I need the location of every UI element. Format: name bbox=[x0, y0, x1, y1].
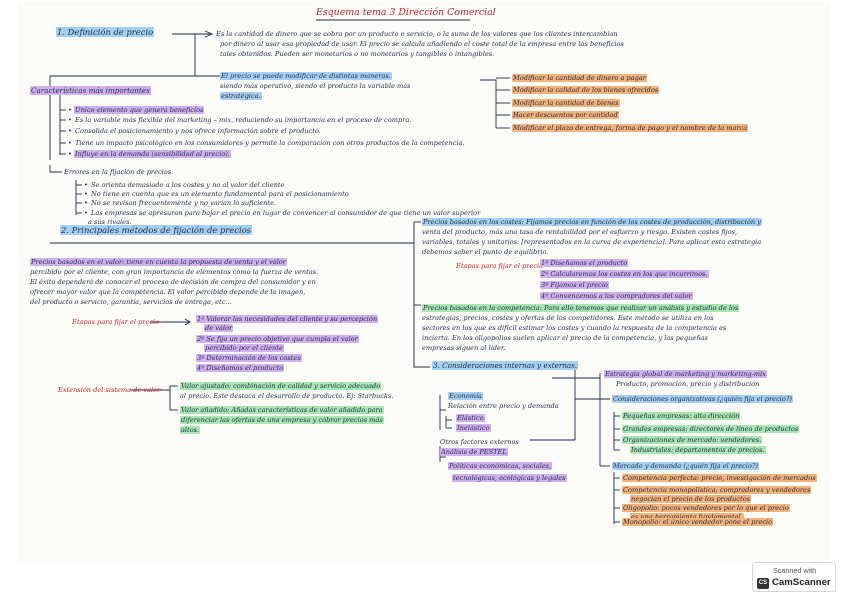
badge-brand: CamScanner bbox=[772, 577, 831, 588]
value-stage: 2º Se fija un precio objetivo que cumpla… bbox=[196, 335, 359, 343]
pestel-detail: tecnológicas, ecológicas y legales bbox=[452, 474, 567, 482]
market-item: Oligopolio: pocos vendedores por lo que … bbox=[622, 504, 790, 512]
competition-pricing-line-5: empresas siguen al líder. bbox=[422, 344, 506, 352]
cost-stage: 2º Calcularemos los costes en los que in… bbox=[540, 270, 709, 278]
section-2-heading: 2. Principales métodos de fijación de pr… bbox=[60, 225, 252, 235]
adjusted-value: Valor ajustado: combinación de calidad y… bbox=[180, 382, 382, 390]
pestel-item: Análisis de PESTEL bbox=[440, 448, 508, 456]
cost-pricing-line-2: venta del producto, más una tasa de rent… bbox=[422, 228, 738, 236]
cost-stage: 1º Diseñamos el producto bbox=[540, 259, 629, 267]
value-stage-continuation: de valor bbox=[204, 324, 234, 332]
competition-pricing-line-4: incierta. En los oligopolios suelen apli… bbox=[422, 334, 708, 342]
value-stage: 3º Determinación de los costes bbox=[196, 354, 302, 362]
error-item: • No tiene en cuenta que es un elemento … bbox=[84, 190, 349, 198]
page-title: Esquema tema 3 Dirección Comercial bbox=[316, 7, 496, 18]
cost-pricing-line-1: Precios basados en los costes: Fijamos p… bbox=[422, 218, 762, 226]
definition-line-3: tales obtenidos. Pueden ser monetarios o… bbox=[220, 50, 495, 58]
characteristics-heading: Características más importantes bbox=[30, 86, 151, 95]
value-pricing-line-1: Precios basados en el valor: tiene en cu… bbox=[30, 258, 287, 266]
modification-item: Hacer descuentos por cantidad bbox=[512, 111, 619, 119]
organizational-heading: Consideraciones organizativas (¿quién fi… bbox=[612, 395, 793, 403]
modification-text-1: El precio se puede modificar de distinta… bbox=[220, 72, 392, 80]
cost-pricing-line-4: debemos saber el punto de equilibrio. bbox=[422, 248, 549, 256]
modification-item: Modificar la cantidad de bienes bbox=[512, 99, 620, 107]
camscanner-badge: Scanned with CS CamScanner bbox=[752, 562, 836, 592]
error-item: • No se revisan frecuentemente y no varí… bbox=[84, 199, 277, 207]
market-item: Competencia monopolística: compradores y… bbox=[622, 486, 812, 494]
economy-heading: Economía bbox=[448, 392, 483, 400]
competition-pricing-line-2: estrategias, precios, costes y ofertas d… bbox=[422, 314, 714, 322]
definition-line-2: por dinero al usar esa propiedad de usar… bbox=[220, 40, 624, 48]
market-item: Monopolio: el único vendedor pone el pre… bbox=[622, 518, 774, 526]
org-item: Grandes empresas: directores de línea de… bbox=[622, 425, 800, 433]
elastic-item: Elástico bbox=[456, 414, 485, 422]
badge-caption: Scanned with bbox=[773, 566, 817, 575]
internal-mix: Producto, promoción, precio y distribuci… bbox=[616, 380, 760, 388]
characteristic-item: • Influye en la demanda (sensibilidad al… bbox=[68, 150, 231, 158]
market-item-continuation: es una herramienta fundamental. bbox=[630, 513, 744, 521]
definition-line-1: Es la cantidad de dinero que se cobra po… bbox=[216, 30, 618, 38]
market-item-continuation: negocian el precio de los productos bbox=[630, 495, 751, 503]
value-stage: 1º Valorar las necesidades del cliente y… bbox=[196, 315, 379, 323]
inelastic-item: Inelástico bbox=[456, 424, 491, 432]
value-stages-label: Etapas para fijar el precio → bbox=[72, 318, 167, 326]
section-3-heading: 3. Consideraciones internas y externas. bbox=[432, 361, 579, 370]
value-pricing-line-4: ofrecer mayor valor que la competencia. … bbox=[30, 288, 306, 296]
cost-stages-label: Etapas para fijar el precio → bbox=[456, 262, 551, 270]
section-1-heading: 1. Definición de precio bbox=[56, 27, 155, 37]
value-pricing-line-5: del producto o servicio, garantía, servi… bbox=[30, 298, 232, 306]
cost-pricing-line-3: variables, totales y unitarios. [represe… bbox=[422, 238, 762, 246]
modification-text-2: siendo más operativo, siendo el producto… bbox=[220, 82, 411, 90]
market-item: Competencia perfecta: precio, investigac… bbox=[622, 474, 817, 482]
competition-pricing-line-1: Precios basados en la competencia: Para … bbox=[422, 304, 740, 312]
error-item: • Las empresas se apresuran para bajar e… bbox=[84, 209, 481, 217]
modification-item: Modificar la cantidad de dinero a pagar bbox=[512, 74, 647, 82]
characteristic-item: • Es la variable más flexible del market… bbox=[68, 116, 412, 124]
modification-item: Modificar el plazo de entrega, forma de … bbox=[512, 124, 749, 132]
value-stage-continuation: percibido por el cliente bbox=[204, 344, 284, 352]
added-value: Valor añadido: Añadas características de… bbox=[180, 406, 384, 414]
camscanner-logo-icon: CS bbox=[757, 578, 769, 589]
value-extension-label: Extensión del sistema de valor → bbox=[58, 386, 168, 394]
cost-stage: 4º Convencemos a los compradores del val… bbox=[540, 292, 693, 300]
characteristic-item: • Tiene un impacto psicológico en los co… bbox=[68, 139, 465, 147]
modification-item: Modificar la calidad de los bienes ofrec… bbox=[512, 86, 660, 94]
adjusted-value-continuation: al precio. Este destaca el desarrollo de… bbox=[180, 392, 394, 400]
characteristic-item: • Único elemento que genera beneficios bbox=[68, 106, 205, 114]
org-item: Organizaciones de mercado: vendedores. bbox=[622, 436, 763, 444]
value-pricing-line-3: El éxito dependerá de conocer el proceso… bbox=[30, 278, 316, 286]
cost-stage: 3º Fijamos el precio bbox=[540, 281, 609, 289]
internal-strategy: Estrategia global de marketing y marketi… bbox=[604, 370, 767, 378]
other-external-heading: Otros factores externos bbox=[440, 438, 519, 446]
org-item: Pequeñas empresas: alta dirección bbox=[622, 412, 741, 420]
pestel-detail: Políticas económicas, sociales, bbox=[448, 462, 553, 470]
value-stage: 4º Diseñamos el producto bbox=[196, 364, 285, 372]
error-item-continuation: a sus rivales. bbox=[88, 218, 132, 226]
errors-heading: Errores en la fijación de precios. bbox=[64, 168, 174, 176]
competition-pricing-line-3: sectores en los que es difícil estimar l… bbox=[422, 324, 727, 332]
price-demand-relation: Relación entre precio y demanda bbox=[448, 402, 559, 410]
added-value-continuation: diferenciar las ofertas de una empresa y… bbox=[180, 416, 384, 424]
error-item: • Se orienta demasiado a los costes y no… bbox=[84, 181, 285, 189]
market-demand-heading: Mercado y demanda (¿quién fija el precio… bbox=[612, 462, 759, 470]
characteristic-item: • Consolida el posicionamiento y nos ofr… bbox=[68, 127, 321, 135]
added-value-continuation: altos. bbox=[180, 426, 201, 434]
modification-text-3: estratégica. bbox=[220, 92, 262, 100]
org-item: Industriales: departamentos de precios. bbox=[630, 446, 766, 454]
value-pricing-line-2: percibido por el cliente, con gran impor… bbox=[30, 268, 319, 276]
